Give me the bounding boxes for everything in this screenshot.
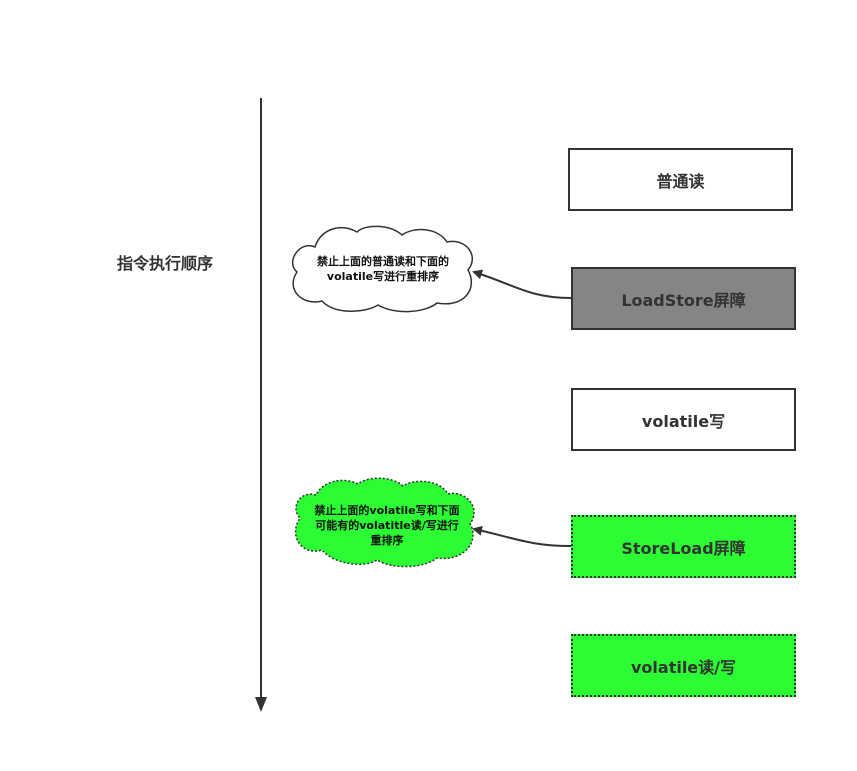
connector-loadstore	[472, 269, 572, 299]
note-storeload-line3: 重排序	[370, 534, 404, 547]
box-volatile-write-label: volatile写	[641, 411, 726, 431]
timeline-label: 指令执行顺序	[117, 254, 214, 273]
box-normal-read-label: 普通读	[656, 171, 705, 191]
note-loadstore-text: 禁止上面的普通读和下面的 volatile写进行重排序	[303, 254, 463, 284]
note-loadstore-line2: volatile写进行重排序	[326, 270, 440, 283]
note-storeload-line1: 禁止上面的volatile写和下面	[314, 504, 460, 517]
box-volatile-write: volatile写	[571, 388, 796, 451]
box-storeload-barrier: StoreLoad屏障	[571, 515, 796, 578]
connector-storeload	[472, 525, 572, 547]
note-storeload-line2: 可能有的volatitle读/写进行	[315, 519, 459, 532]
timeline-arrow-head	[255, 697, 267, 712]
note-loadstore-line1: 禁止上面的普通读和下面的	[317, 255, 449, 268]
box-storeload-barrier-label: StoreLoad屏障	[621, 538, 746, 558]
note-cloud-loadstore	[291, 225, 474, 313]
box-loadstore-barrier-label: LoadStore屏障	[621, 290, 746, 310]
note-storeload-text: 禁止上面的volatile写和下面 可能有的volatitle读/写进行 重排序	[303, 503, 471, 548]
box-normal-read: 普通读	[568, 148, 793, 211]
box-loadstore-barrier: LoadStore屏障	[571, 267, 796, 330]
box-volatile-read-write-label: volatile读/写	[630, 657, 737, 677]
note-cloud-storeload	[294, 477, 475, 568]
box-volatile-read-write: volatile读/写	[571, 634, 796, 697]
